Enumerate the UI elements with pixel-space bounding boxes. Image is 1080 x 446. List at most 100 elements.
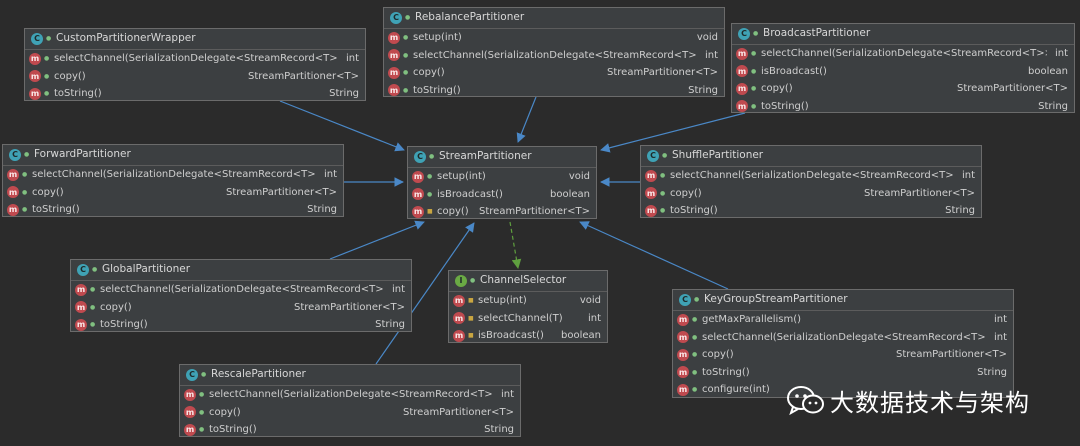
method-row[interactable]: m● selectChannel(SerializationDelegate<St…	[732, 45, 1074, 63]
visibility-icon: ●	[470, 277, 476, 285]
method-row[interactable]: m●copy()StreamPartitioner<T>	[673, 346, 1013, 364]
uml-box-header: C●BroadcastPartitioner	[732, 24, 1074, 45]
method-return-type: StreamPartitioner<T>	[864, 187, 975, 199]
method-row[interactable]: m●setup(int)void	[384, 29, 724, 47]
method-name: copy()	[209, 406, 241, 418]
method-icon: m	[736, 82, 748, 95]
method-name: toString()	[100, 319, 148, 330]
method-row[interactable]: m●selectChannel(SerializationDelegate<St…	[25, 50, 365, 68]
method-row[interactable]: m■setup(int)void	[449, 292, 607, 310]
method-row[interactable]: m●toString()String	[71, 316, 411, 334]
method-return-type: StreamPartitioner<T>	[226, 186, 337, 198]
method-name: copy()	[761, 83, 793, 94]
public-icon: ●	[427, 173, 433, 180]
method-name: selectChannel(SerializationDelegate<Stre…	[670, 170, 954, 181]
method-row[interactable]: m●selectChannel(SerializationDelegate<St…	[384, 47, 724, 65]
uml-box-title: ShufflePartitioner	[672, 149, 764, 162]
method-row[interactable]: m●selectChannel(SerializationDelegate<St…	[673, 329, 1013, 347]
method-icon: m	[388, 31, 400, 44]
public-icon: ●	[199, 426, 205, 433]
method-row[interactable]: m●selectChannel(SerializationDelegate<St…	[641, 167, 981, 185]
method-icon: m	[645, 187, 657, 200]
visibility-icon: ●	[429, 153, 435, 161]
visibility-icon: ●	[24, 151, 30, 159]
method-name: copy()	[670, 187, 702, 199]
visibility-icon: ●	[694, 296, 700, 304]
public-icon: ●	[44, 72, 50, 80]
method-row[interactable]: m●copy()StreamPartitioner<T>	[25, 68, 365, 86]
method-icon: m	[736, 47, 748, 60]
method-name: isBroadcast()	[437, 188, 503, 200]
method-row[interactable]: m■isBroadcast()boolean	[449, 327, 607, 345]
uml-box-title: BroadcastPartitioner	[763, 27, 871, 40]
method-row[interactable]: m■copy()StreamPartitioner<T>	[408, 203, 596, 221]
edge-stream-partitioner-to-channel-selector	[509, 221, 522, 269]
public-icon: ●	[751, 50, 757, 57]
method-icon: m	[736, 100, 748, 113]
public-icon: ●	[403, 69, 409, 76]
method-return-type: void	[579, 295, 601, 306]
method-row[interactable]: m●copy()StreamPartitioner<T>	[71, 299, 411, 317]
public-icon: ●	[199, 391, 205, 398]
method-row[interactable]: m●toString()String	[384, 82, 724, 100]
abstract-lock-icon: ■	[468, 314, 474, 322]
method-row[interactable]: m●selectChannel(SerializationDelegate<St…	[3, 166, 343, 184]
watermark-text: 大数据技术与架构	[830, 389, 1030, 417]
method-name: getMaxParallelism()	[702, 314, 802, 325]
method-row[interactable]: m●configure(int)	[673, 381, 1013, 399]
method-row[interactable]: m●toString()String	[25, 85, 365, 103]
method-name: isBroadcast()	[478, 330, 544, 341]
uml-box-title: RebalancePartitioner	[415, 11, 525, 24]
method-return-type: String	[1038, 100, 1068, 112]
class-icon: C	[738, 28, 750, 40]
method-icon: m	[453, 312, 465, 325]
method-row[interactable]: m●toString()String	[180, 421, 520, 439]
public-icon: ●	[403, 51, 409, 59]
method-row[interactable]: m●selectChannel(SerializationDelegate<St…	[180, 386, 520, 404]
visibility-icon: ●	[662, 152, 668, 160]
method-icon: m	[412, 205, 424, 218]
method-row[interactable]: m●setup(int)void	[408, 168, 596, 186]
method-name: copy()	[100, 301, 132, 313]
method-row[interactable]: m●toString()String	[673, 364, 1013, 382]
method-row[interactable]: m●copy()StreamPartitioner<T>	[641, 185, 981, 203]
uml-box-title: ForwardPartitioner	[34, 148, 131, 161]
method-row[interactable]: m●copy()StreamPartitioner<T>	[732, 80, 1074, 98]
method-name: isBroadcast()	[761, 65, 827, 77]
public-icon: ●	[44, 55, 50, 62]
method-icon: m	[453, 329, 465, 342]
uml-box-title: GlobalPartitioner	[102, 263, 191, 276]
method-row[interactable]: m●getMaxParallelism()int	[673, 311, 1013, 329]
method-row[interactable]: m●isBroadcast()boolean	[408, 186, 596, 204]
uml-box-header: C●ShufflePartitioner	[641, 146, 981, 167]
method-row[interactable]: m●isBroadcast()boolean	[732, 63, 1074, 81]
method-icon: m	[75, 318, 87, 331]
method-name: toString()	[54, 88, 102, 99]
method-name: selectChannel(SerializationDelegate<Stre…	[761, 48, 1047, 59]
method-row[interactable]: m●copy()StreamPartitioner<T>	[180, 404, 520, 422]
public-icon: ●	[90, 303, 96, 311]
edge-broadcast-partitioner-to-stream-partitioner	[600, 112, 746, 153]
method-row[interactable]: m●toString()String	[3, 201, 343, 219]
method-row[interactable]: m●copy()StreamPartitioner<T>	[3, 184, 343, 202]
public-icon: ●	[22, 206, 28, 213]
method-row[interactable]: m●toString()String	[732, 98, 1074, 116]
method-row[interactable]: m●copy()StreamPartitioner<T>	[384, 64, 724, 82]
method-icon: m	[29, 52, 41, 65]
method-row[interactable]: m■selectChannel(T)int	[449, 310, 607, 328]
method-row[interactable]: m●toString()String	[641, 202, 981, 220]
method-row[interactable]: m●selectChannel(SerializationDelegate<St…	[71, 281, 411, 299]
public-icon: ●	[90, 321, 96, 328]
abstract-lock-icon: ■	[427, 208, 433, 215]
method-name: setup(int)	[413, 32, 462, 43]
